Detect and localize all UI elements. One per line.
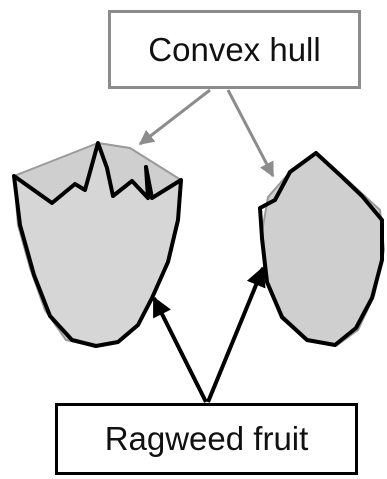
right-convex-hull-shape <box>260 152 385 347</box>
ragweed-fruit-arrow-right <box>206 266 266 403</box>
convex-hull-label-box: Convex hull <box>108 10 361 89</box>
convex-hull-label: Convex hull <box>148 30 321 68</box>
convex-hull-arrow-right <box>226 89 275 178</box>
ragweed-fruit-label-box: Ragweed fruit <box>55 403 358 475</box>
convex-hull-arrow-left <box>138 88 211 146</box>
left-ragweed-fruit-outline <box>12 141 183 348</box>
ragweed-fruit-label: Ragweed fruit <box>104 420 309 457</box>
ragweed-fruit-arrow-left <box>152 296 208 403</box>
right-ragweed-fruit-outline <box>258 151 384 347</box>
